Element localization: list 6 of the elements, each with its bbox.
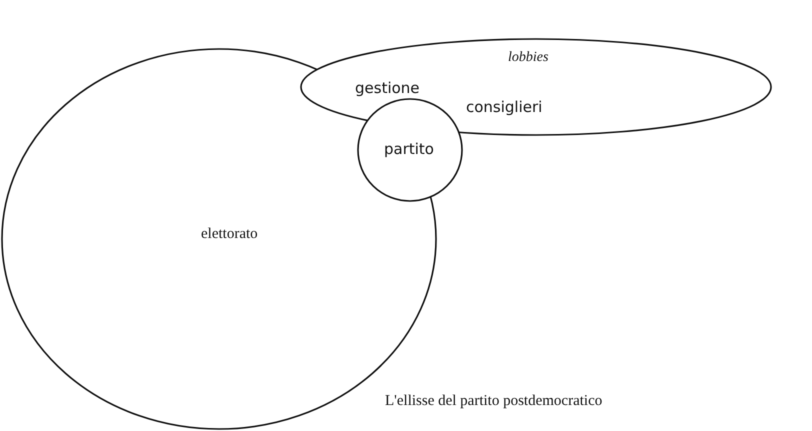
region-label: consiglieri bbox=[466, 98, 542, 116]
node-label: partito bbox=[384, 140, 434, 158]
region-label: gestione bbox=[355, 79, 420, 97]
node-label: lobbies bbox=[508, 50, 548, 66]
node-label: elettorato bbox=[201, 226, 258, 243]
caption: L'ellisse del partito postdemocratico bbox=[385, 393, 602, 410]
